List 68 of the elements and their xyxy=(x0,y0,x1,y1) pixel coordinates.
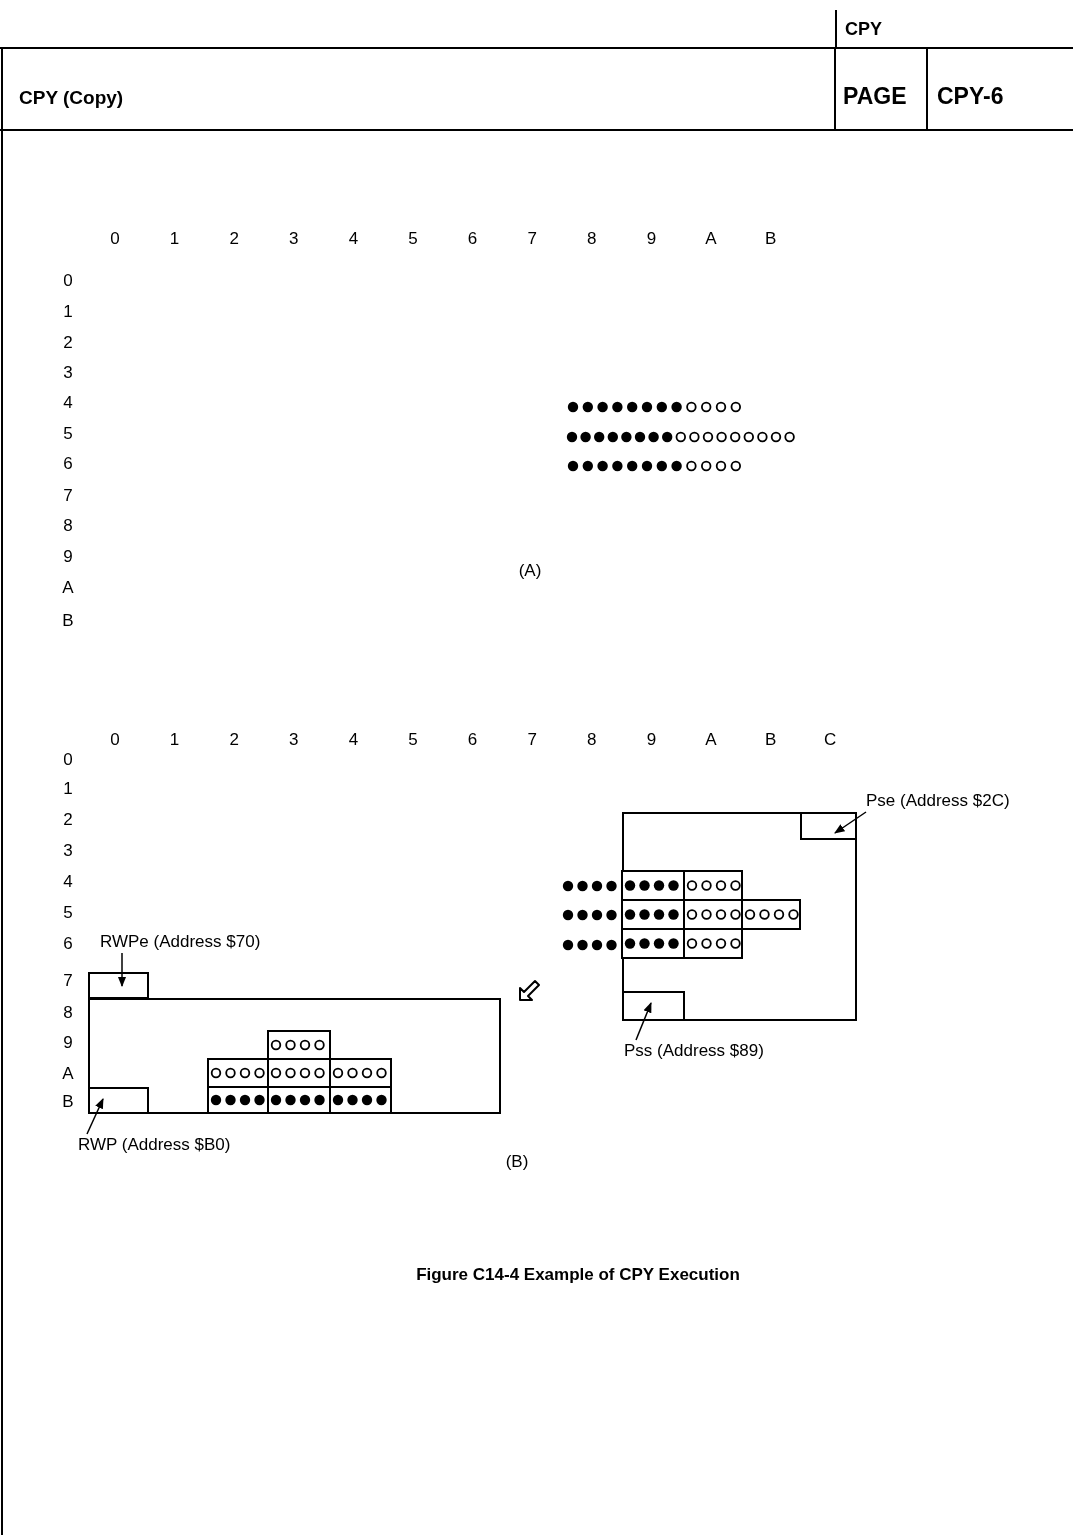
axis-label: 5 xyxy=(408,230,418,247)
axis-label: 4 xyxy=(63,394,73,411)
axis-label: 3 xyxy=(289,230,299,247)
axis-label: 0 xyxy=(63,272,73,289)
memory-area-box xyxy=(622,991,685,1021)
axis-label: 2 xyxy=(63,811,73,828)
axis-label: B xyxy=(764,230,777,247)
axis-label: 6 xyxy=(63,935,73,952)
axis-label: 9 xyxy=(63,1034,73,1051)
page-title: CPY (Copy) xyxy=(19,86,124,110)
axis-label: 1 xyxy=(169,731,180,748)
leader-arrow xyxy=(86,1098,104,1135)
axis-label: 4 xyxy=(63,873,73,890)
axis-label: 3 xyxy=(63,842,73,859)
axis-label: 9 xyxy=(63,548,73,565)
axis-label: B xyxy=(62,612,74,629)
axis-label: 8 xyxy=(587,731,597,748)
axis-label: A xyxy=(62,579,74,596)
memory-area-box xyxy=(88,972,149,999)
axis-label: A xyxy=(705,230,717,247)
axis-label: 5 xyxy=(63,904,73,921)
axis-label: 0 xyxy=(110,731,120,748)
axis-label: 5 xyxy=(408,731,418,748)
axis-label: (B) xyxy=(505,1153,529,1170)
axis-label: 3 xyxy=(289,731,299,748)
axis-label: B xyxy=(764,731,777,748)
address-label: Pse (Address $2C) xyxy=(866,790,1066,812)
axis-label: 7 xyxy=(527,230,537,247)
axis-label: 7 xyxy=(63,972,73,989)
header-text: CPY-6 xyxy=(937,85,1004,108)
axis-label: 1 xyxy=(63,303,73,320)
axis-label: 4 xyxy=(348,230,359,247)
axis-label: 8 xyxy=(63,1004,73,1021)
leader-arrow xyxy=(117,952,127,988)
axis-label: 2 xyxy=(63,334,73,351)
axis-label: 8 xyxy=(63,517,73,534)
leader-arrow xyxy=(834,811,867,834)
axis-label: 7 xyxy=(527,731,537,748)
axis-label: 9 xyxy=(646,230,657,247)
axis-label: 7 xyxy=(63,487,73,504)
axis-label: 6 xyxy=(467,230,478,247)
axis-label: 1 xyxy=(169,230,180,247)
header-text: CPY xyxy=(845,20,882,38)
axis-label: 2 xyxy=(229,230,239,247)
header-text: PAGE xyxy=(843,85,907,108)
axis-label: 5 xyxy=(63,425,73,442)
memory-area-box xyxy=(800,812,857,840)
axis-label: 9 xyxy=(646,731,657,748)
axis-label: 1 xyxy=(63,780,73,797)
axis-label: 4 xyxy=(348,731,359,748)
axis-label: 6 xyxy=(63,455,73,472)
axis-label: 3 xyxy=(63,364,73,381)
memory-area-box xyxy=(88,1087,149,1114)
figure-caption: Figure C14-4 Example of CPY Execution xyxy=(416,1264,740,1286)
axis-label: 6 xyxy=(467,731,478,748)
axis-label: A xyxy=(705,731,717,748)
address-label: RWPe (Address $70) xyxy=(100,931,330,953)
axis-label: 0 xyxy=(63,751,73,768)
axis-label: 8 xyxy=(587,230,597,247)
axis-label: 0 xyxy=(110,230,120,247)
address-label: Pss (Address $89) xyxy=(624,1040,824,1062)
axis-label: B xyxy=(62,1093,74,1110)
axis-label: A xyxy=(62,1065,74,1082)
axis-label: (A) xyxy=(518,562,542,579)
leader-arrow xyxy=(635,1002,652,1041)
address-label: RWP (Address $B0) xyxy=(78,1134,298,1156)
axis-label: C xyxy=(824,731,837,748)
axis-label: 2 xyxy=(229,731,239,748)
